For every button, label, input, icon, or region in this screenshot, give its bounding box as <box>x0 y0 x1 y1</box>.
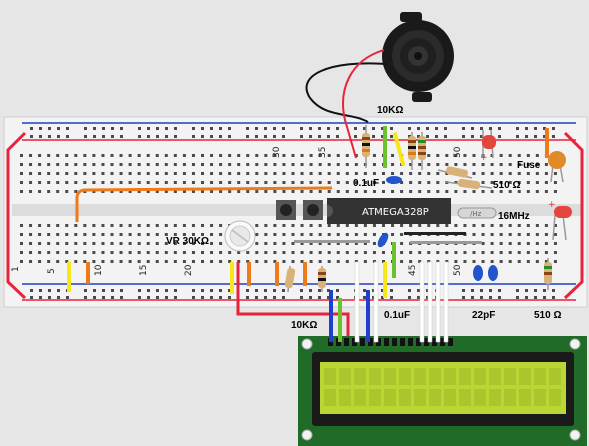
top-resistor-label: 10KΩ <box>377 105 403 116</box>
led-top: + <box>480 129 496 163</box>
white-wire-2 <box>373 261 379 343</box>
yellow-jumper-col5 <box>67 262 71 292</box>
white-wire-1 <box>354 261 360 343</box>
orange-jumper-top-right <box>545 128 549 158</box>
col-label-20: 20 <box>184 264 194 276</box>
green-wire-lcd <box>338 298 342 342</box>
led-resistor-bottom <box>544 258 552 290</box>
capacitor-22pf-label: 22pF <box>472 310 495 321</box>
col-label-35: 35 <box>318 147 328 158</box>
black-jumper <box>404 232 466 235</box>
col-label-1: 1 <box>11 266 21 272</box>
yellow-wire-lcd <box>383 262 387 298</box>
column-labels: 1 5 10 15 20 30 35 45 50 50 <box>11 146 463 276</box>
capacitor-22pf-b <box>488 265 498 281</box>
orange-jumper-col8 <box>86 262 90 284</box>
led-resistors-top <box>437 166 493 190</box>
col-label-45: 45 <box>408 265 418 276</box>
red-wire-lcd <box>236 262 350 340</box>
orange-jumper-a <box>275 262 279 286</box>
col-label-50-bottom: 50 <box>453 264 463 276</box>
lcd-character-grid <box>324 368 561 406</box>
capacitor-mid <box>377 232 389 248</box>
orange-jumper-pot <box>247 262 251 286</box>
top-resistor-group <box>362 125 426 170</box>
crystal: /Hz <box>457 207 497 219</box>
lcd-module <box>298 336 587 446</box>
atmega328p-chip: ATMEGA328P <box>327 198 451 224</box>
bottom-resistor-label: 10KΩ <box>291 320 317 331</box>
orange-long-wire <box>75 186 333 222</box>
svg-text:+: + <box>480 153 488 163</box>
col-label-5: 5 <box>47 268 57 274</box>
col-label-10: 10 <box>94 264 104 276</box>
blue-wire-lcd-1 <box>329 290 333 342</box>
col-label-50-top: 50 <box>453 146 463 158</box>
center-channel <box>12 204 582 216</box>
power-loop-wire-right <box>563 131 584 300</box>
col-label-30: 30 <box>272 146 282 158</box>
green-jumper-mid <box>392 242 396 278</box>
col-label-15: 15 <box>139 265 149 276</box>
yellow-jumper-pot <box>230 262 234 294</box>
buzzer-black-lead <box>305 62 387 123</box>
potentiometer <box>224 220 256 252</box>
led-mid: + <box>548 200 572 241</box>
white-wire-4 <box>427 261 433 343</box>
bottom-resistors <box>284 265 326 293</box>
svg-text:+: + <box>548 200 556 210</box>
green-jumper-top <box>383 126 387 168</box>
power-loop-wire <box>6 131 27 300</box>
crystal-marking: /Hz <box>470 210 482 218</box>
potentiometer-label: VR 30KΩ <box>166 236 209 247</box>
crystal-label: 16MHz <box>498 211 530 222</box>
capacitor-22pf-a <box>473 265 483 281</box>
fuse <box>548 151 566 183</box>
reset-buttons <box>276 200 323 220</box>
fuse-label: Fuse <box>517 160 541 171</box>
led-resistor-bottom-label: 510 Ω <box>534 310 561 321</box>
mcu-label: ATMEGA328P <box>362 207 429 218</box>
gray-jumper-left <box>294 240 370 243</box>
capacitor-top-label: 0.1uF <box>353 178 379 189</box>
yellow-jumper-top <box>392 132 406 166</box>
white-wire-5 <box>435 261 441 343</box>
orange-jumper-b <box>303 262 307 286</box>
capacitor-top <box>386 176 402 184</box>
buzzer-red-lead <box>342 49 385 159</box>
blue-wire-lcd-2 <box>366 290 370 342</box>
buzzer <box>382 12 454 102</box>
led-resistor-top-label: 510 Ω <box>493 180 520 191</box>
gray-jumper-right <box>410 241 482 244</box>
capacitor-bottom-label: 0.1uF <box>384 310 410 321</box>
white-wire-6 <box>443 261 449 343</box>
white-wire-3 <box>419 261 425 343</box>
